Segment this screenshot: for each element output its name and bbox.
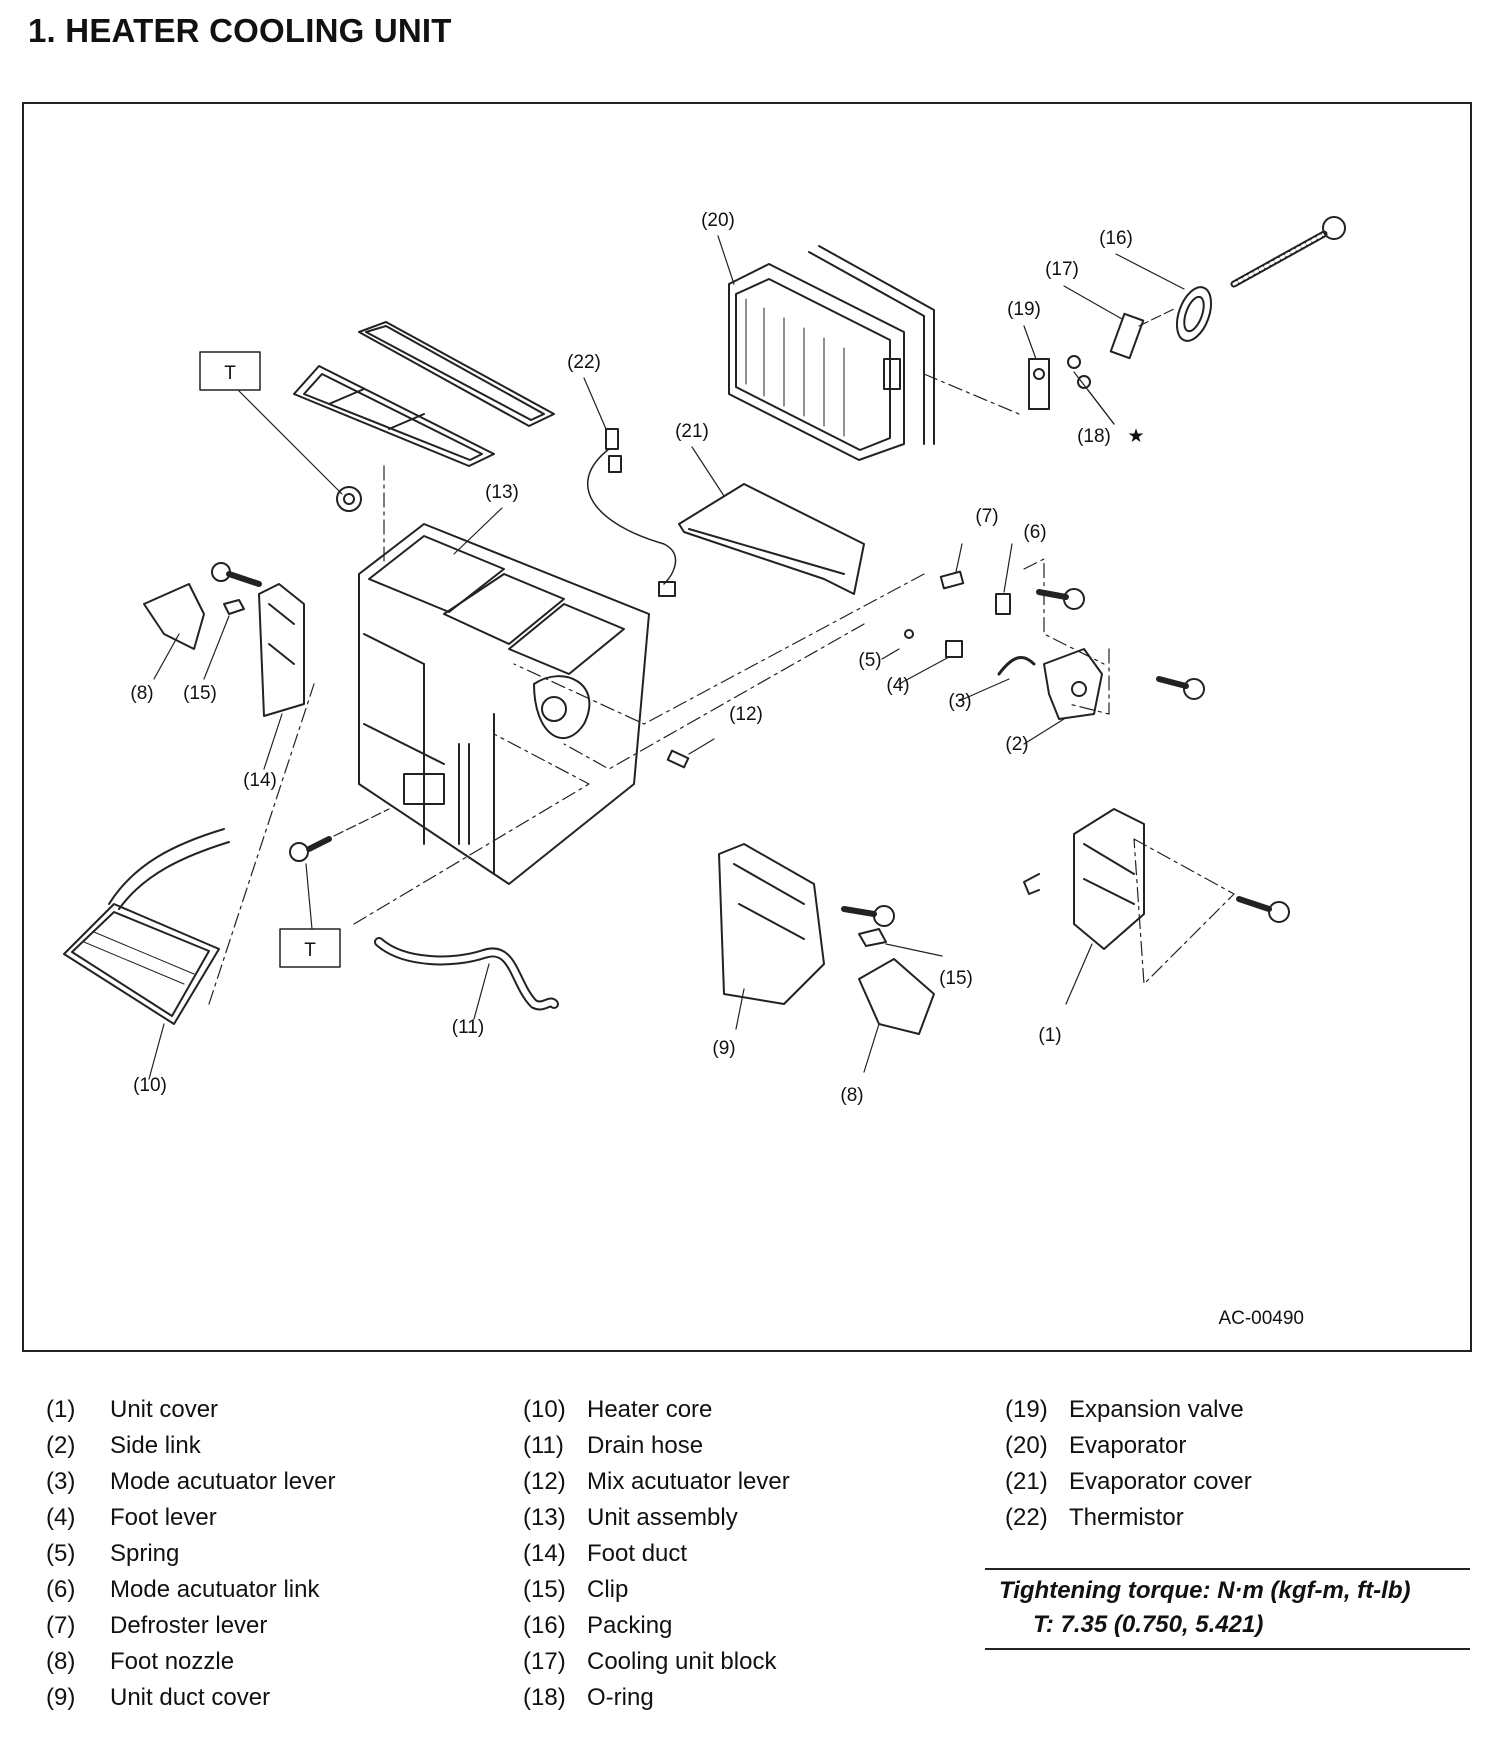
callout-3: (3): [948, 691, 971, 712]
unit-duct-cover: [718, 843, 943, 1073]
legend-item: (12)Mix acutuator lever: [523, 1468, 790, 1495]
legend-item: (21)Evaporator cover: [1005, 1468, 1252, 1495]
callout-21: (21): [675, 421, 709, 442]
drain-hose: [353, 733, 590, 1020]
callout-9: (9): [712, 1038, 735, 1059]
callout-17: (17): [1045, 259, 1079, 280]
callout-10: (10): [133, 1075, 167, 1096]
linkage-parts: [513, 543, 1205, 770]
legend-item: (20)Evaporator: [1005, 1432, 1187, 1459]
callout-19: (19): [1007, 299, 1041, 320]
legend-item: (18)O-ring: [523, 1684, 654, 1711]
torque-box: [279, 928, 341, 968]
torque-callout-1: [199, 351, 385, 565]
legend-item: (6)Mode acutuator link: [46, 1576, 320, 1603]
legend-item: (16)Packing: [523, 1612, 673, 1639]
callout-2: (2): [1005, 734, 1028, 755]
legend-item: (11)Drain hose: [523, 1432, 704, 1459]
legend-item: (15)Clip: [523, 1576, 629, 1603]
callout-15-left: (15): [183, 683, 217, 704]
callout-12: (12): [729, 704, 763, 725]
page-title: 1. HEATER COOLING UNIT: [28, 12, 452, 49]
callout-16: (16): [1099, 228, 1133, 249]
foot-nozzle-left: [143, 562, 262, 680]
legend-column-3: (19)Expansion valve (20)Evaporator (21)E…: [1005, 1392, 1252, 1536]
callout-labels: (20) (16) (17) (19) (18) ★ (22) (21) (13…: [130, 210, 1304, 1329]
legend-item: (4)Foot lever: [46, 1504, 217, 1531]
foot-duct: [258, 583, 305, 770]
callout-13: (13): [485, 482, 519, 503]
legend-item: (3)Mode acutuator lever: [46, 1468, 336, 1495]
legend-item: (5)Spring: [46, 1540, 180, 1567]
callout-15-right: (15): [939, 968, 973, 989]
thermistor: [587, 428, 677, 597]
callout-6: (6): [1023, 522, 1046, 543]
callout-22: (22): [567, 352, 601, 373]
exploded-diagram: (20) (16) (17) (19) (18) ★ (22) (21) (13…: [22, 102, 1472, 1352]
star-mark: ★: [1127, 426, 1144, 447]
figure-ref-code: AC-00490: [1218, 1308, 1304, 1329]
torque-label-2: T: [304, 940, 316, 961]
torque-heading: Tightening torque: N·m (kgf-m, ft-lb): [999, 1577, 1411, 1604]
legend-item: (1)Unit cover: [46, 1396, 219, 1423]
torque-box: [199, 351, 261, 391]
legend-item: (8)Foot nozzle: [46, 1648, 235, 1675]
legend-column-2: (10)Heater core (11)Drain hose (12)Mix a…: [523, 1392, 790, 1716]
callout-11: (11): [452, 1017, 484, 1038]
legend-item: (19)Expansion valve: [1005, 1396, 1244, 1423]
callout-5: (5): [858, 650, 881, 671]
callout-7: (7): [975, 506, 998, 527]
legend-item: (13)Unit assembly: [523, 1504, 738, 1531]
legend-item: (2)Side link: [46, 1432, 201, 1459]
callout-4: (4): [886, 675, 909, 696]
legend-item: (14)Foot duct: [523, 1540, 688, 1567]
unit-cover: [1023, 808, 1290, 1005]
callout-1: (1): [1038, 1025, 1061, 1046]
legend-item: (9)Unit duct cover: [46, 1684, 271, 1711]
torque-value: T: 7.35 (0.750, 5.421): [1033, 1611, 1264, 1638]
filter-parts: [293, 321, 555, 467]
callout-20: (20): [701, 210, 735, 231]
callout-18: (18): [1077, 426, 1111, 447]
expansion-valve-assembly: [1028, 216, 1346, 425]
evaporator-cover: [678, 483, 865, 595]
unit-assembly: [358, 523, 650, 885]
callout-14: (14): [243, 770, 277, 791]
tightening-torque-box: Tightening torque: N·m (kgf-m, ft-lb) T:…: [985, 1568, 1470, 1650]
diagram-canvas: (20) (16) (17) (19) (18) ★ (22) (21) (13…: [63, 210, 1346, 1329]
legend-item: (10)Heater core: [523, 1396, 713, 1423]
torque-callout-2: [279, 808, 390, 968]
callout-8-right: (8): [840, 1085, 863, 1106]
evaporator: [728, 245, 1020, 461]
torque-label-1: T: [224, 363, 236, 384]
callout-8-left: (8): [130, 683, 153, 704]
legend-column-1: (1)Unit cover (2)Side link (3)Mode acutu…: [46, 1392, 335, 1716]
heater-core: [63, 683, 315, 1080]
legend-item: (17)Cooling unit block: [523, 1648, 777, 1675]
legend-item: (7)Defroster lever: [46, 1612, 268, 1639]
legend-item: (22)Thermistor: [1005, 1504, 1184, 1531]
